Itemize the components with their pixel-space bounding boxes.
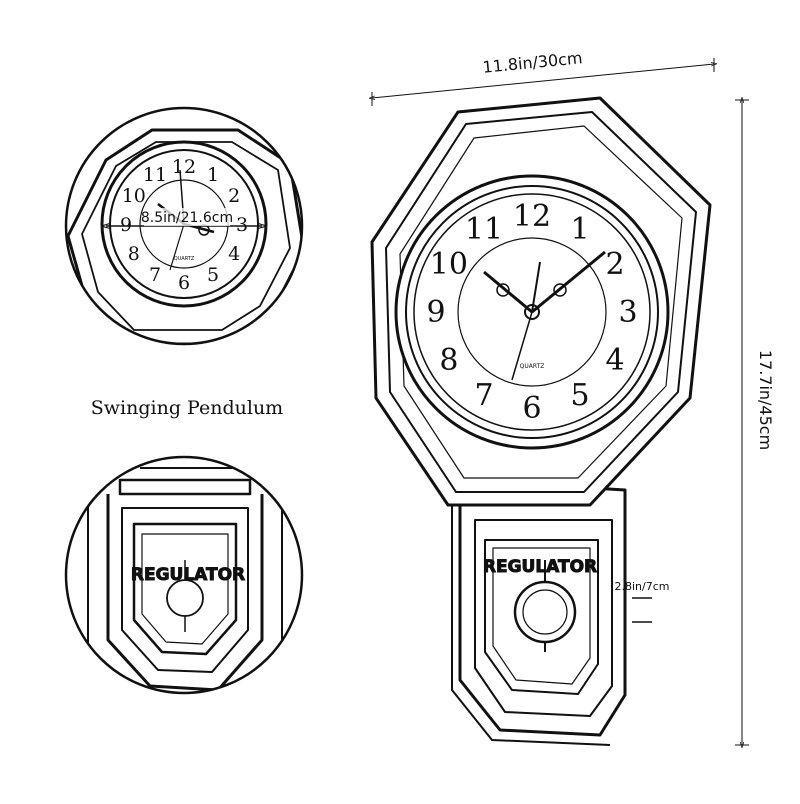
detail-dial-numeral-2: 2 <box>228 185 240 207</box>
detail-pendulum-label: REGULATOR <box>131 565 245 585</box>
main-dial-numeral-5: 5 <box>570 378 589 413</box>
detail-dial-numeral-7: 7 <box>149 264 161 286</box>
main-dial-numeral-7: 7 <box>474 378 493 413</box>
pendulum-box <box>451 478 652 746</box>
main-clock <box>370 96 712 746</box>
detail-dial-numeral-1: 1 <box>207 164 219 186</box>
detail-dial-numeral-5: 5 <box>207 264 219 286</box>
main-dial-label: QUARTZ <box>520 363 545 370</box>
detail-dial-label: QUARTZ <box>174 256 195 262</box>
height-dimension-line <box>735 100 749 745</box>
pendulum-bob-dimension: 2.8in/7cm <box>615 580 670 593</box>
detail-dial-numeral-10: 10 <box>122 185 146 207</box>
detail-dial-numeral-9: 9 <box>120 214 132 236</box>
main-dial-numeral-9: 9 <box>426 295 445 330</box>
detail-dial-numeral-6: 6 <box>178 272 190 294</box>
main-dial-numeral-1: 1 <box>570 212 589 247</box>
height-dimension-label: 17.7in/45cm <box>756 350 775 450</box>
main-dial-numeral-3: 3 <box>618 295 637 330</box>
swinging-pendulum-caption: Swinging Pendulum <box>91 397 283 419</box>
pendulum-bob <box>513 580 577 644</box>
detail-dial-numeral-4: 4 <box>228 243 240 265</box>
main-dial-numeral-4: 4 <box>606 343 625 378</box>
main-pendulum-label: REGULATOR <box>483 557 597 577</box>
main-dial-numeral-10: 10 <box>430 247 468 282</box>
width-dimension-label: 11.8in/30cm <box>482 48 584 77</box>
main-dial-numeral-11: 11 <box>465 212 503 247</box>
main-dial-numeral-8: 8 <box>439 343 458 378</box>
clock-hands <box>483 250 606 381</box>
main-dial-numeral-6: 6 <box>522 391 541 426</box>
main-dial-numeral-2: 2 <box>606 247 625 282</box>
detail-dial-numeral-3: 3 <box>236 214 248 236</box>
dial-dimension-label: 8.5in/21.6cm <box>141 210 233 226</box>
main-dial-numeral-12: 12 <box>513 199 551 234</box>
detail-dial-numeral-8: 8 <box>128 243 140 265</box>
detail-dial-numeral-12: 12 <box>172 156 196 178</box>
detail-dial-numeral-11: 11 <box>143 164 167 186</box>
width-dimension-line <box>372 58 714 106</box>
